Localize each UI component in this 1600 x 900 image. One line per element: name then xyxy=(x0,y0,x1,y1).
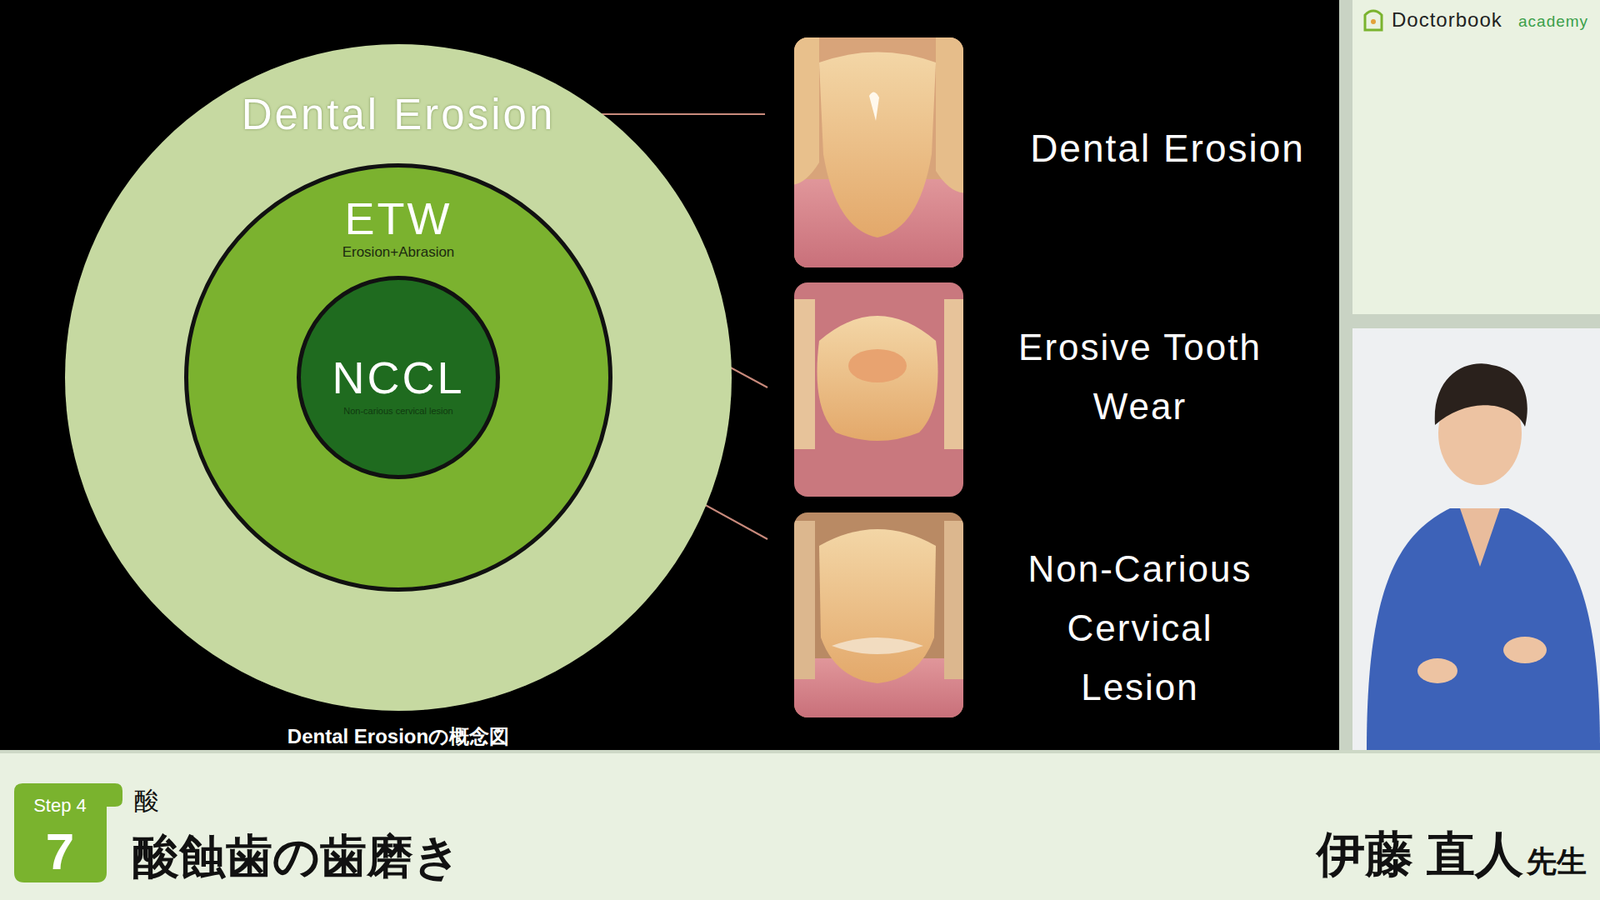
presenter-hand xyxy=(1417,658,1458,684)
logo-icon xyxy=(1365,10,1382,30)
photo-label: Non-Carious Cervical Lesion xyxy=(1006,539,1274,717)
photo-tooth xyxy=(794,299,815,450)
photo-erosion xyxy=(794,37,964,268)
logo-icon xyxy=(1365,10,1382,30)
logo-icon xyxy=(1370,19,1376,25)
photo-tooth xyxy=(944,299,964,450)
step-label: Step 4 xyxy=(33,795,87,817)
inner-circle: NCCLNon-carious cervical lesion xyxy=(296,275,500,480)
figure-caption: Dental Erosionの概念図 xyxy=(287,723,510,750)
circle-subtitle: Non-carious cervical lesion xyxy=(343,405,453,416)
presenter-neck xyxy=(1460,508,1500,567)
brand-name: Doctorbook xyxy=(1391,8,1503,32)
inner-circle xyxy=(299,278,499,478)
slide-title: 酸蝕歯の歯磨き xyxy=(132,825,461,890)
slide-ground xyxy=(0,0,1340,750)
presenter-hair xyxy=(1435,363,1528,427)
photo-tooth xyxy=(819,529,936,684)
presenter-body xyxy=(1366,508,1600,750)
photo-etw xyxy=(794,282,964,497)
photo-ground xyxy=(794,512,964,718)
step-badge xyxy=(14,783,123,883)
photo-highlight xyxy=(869,91,880,121)
leader-line xyxy=(598,113,765,115)
presenter-honorific: 先生 xyxy=(1526,841,1587,883)
presenter-hand xyxy=(1503,636,1547,664)
bottom-bar xyxy=(0,750,1600,900)
photo-nccl xyxy=(794,512,964,718)
outer-circle: Dental ErosionETWErosion+AbrasionNCCLNon… xyxy=(65,44,732,711)
outer-circle xyxy=(65,44,732,711)
presenter xyxy=(1366,363,1600,750)
side-frame xyxy=(1339,0,1600,750)
photo-ground xyxy=(794,282,964,497)
middle-circle: ETWErosion+AbrasionNCCLNon-carious cervi… xyxy=(184,163,613,592)
photo-label: Dental Erosion xyxy=(1030,125,1305,171)
bottom-bar-edge xyxy=(0,750,1600,754)
photo-tooth xyxy=(794,520,815,680)
logo-panel xyxy=(1352,0,1600,315)
photo-tooth xyxy=(819,52,936,239)
presenter-name: 伊藤 直人 xyxy=(1316,822,1524,888)
section-label: 酸 xyxy=(134,784,160,819)
photo-tooth xyxy=(944,520,964,680)
photo-tooth xyxy=(935,37,964,194)
circle-heading: ETW xyxy=(345,192,453,245)
circle-heading: Dental Erosion xyxy=(241,90,556,140)
step-number: 7 xyxy=(45,821,75,881)
circle-subtitle: Erosion+Abrasion xyxy=(342,244,455,261)
video-panel xyxy=(1352,328,1600,750)
brand-sub: academy xyxy=(1518,12,1589,31)
photo-lesion xyxy=(831,637,924,655)
photo-label: Erosive Tooth Wear xyxy=(1006,317,1274,436)
photo-tooth xyxy=(817,315,939,441)
circle-heading: NCCL xyxy=(331,351,465,404)
photo-tooth xyxy=(794,37,820,185)
photo-cupping xyxy=(848,349,907,383)
middle-circle xyxy=(186,165,611,590)
